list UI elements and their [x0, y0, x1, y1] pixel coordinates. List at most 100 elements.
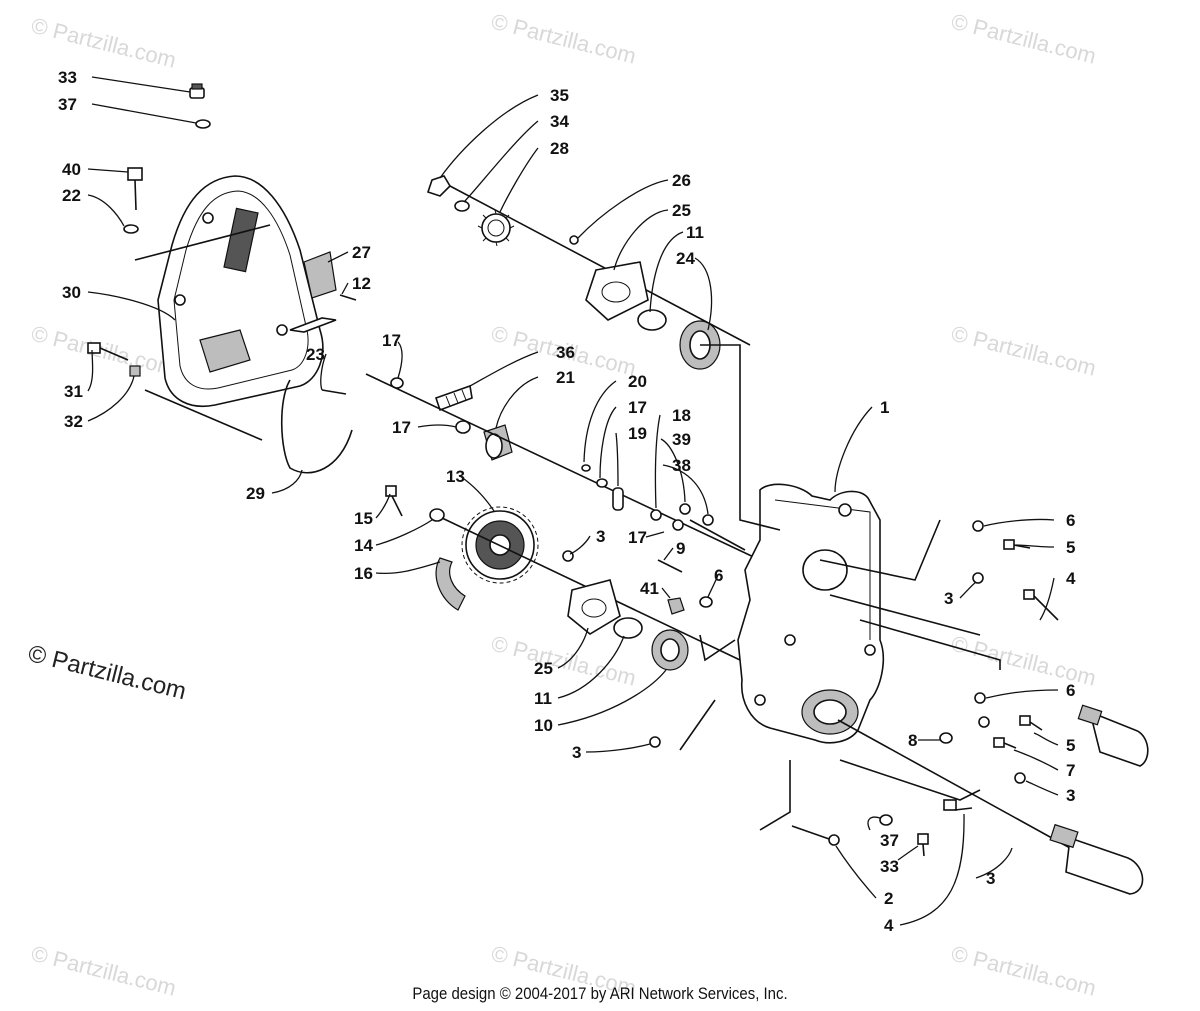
- adjuster-9: [657, 559, 683, 573]
- ring-11b: [613, 617, 643, 639]
- callout-40: 40: [62, 160, 81, 179]
- callout-5: 5: [1066, 538, 1075, 557]
- callout-38: 38: [672, 456, 691, 475]
- upper-shaft-axis: [449, 185, 751, 346]
- washer-17c: [596, 478, 608, 488]
- callout-3: 3: [572, 743, 581, 762]
- callout-9: 9: [676, 539, 685, 558]
- callout-14: 14: [354, 536, 373, 555]
- bearing-flange-25a: [585, 261, 649, 321]
- callout-11: 11: [686, 223, 704, 242]
- watermark: © Partzilla.com: [489, 9, 639, 69]
- cotter-pin-23: [321, 389, 347, 395]
- washer-6b: [699, 596, 713, 608]
- callout-7: 7: [1066, 761, 1075, 780]
- cable-29: [280, 379, 353, 474]
- callout-21: 21: [556, 368, 575, 387]
- watermark: © Partzilla.com: [29, 13, 179, 73]
- axis-line: [700, 344, 781, 531]
- callout-3: 3: [944, 589, 953, 608]
- seal-27: [289, 251, 337, 333]
- callout-23: 23: [306, 345, 325, 364]
- callout-24: 24: [676, 249, 695, 268]
- washer-6a: [972, 520, 984, 532]
- gasket-22: [123, 224, 139, 234]
- callout-8: 8: [908, 731, 917, 750]
- callout-6: 6: [1066, 681, 1075, 700]
- spring-36: [434, 384, 473, 412]
- nut-26: [569, 235, 579, 245]
- axis-line: [759, 760, 791, 831]
- chain-case-cover: [157, 175, 324, 407]
- callout-37: 37: [58, 95, 77, 114]
- axis-line: [689, 519, 746, 551]
- callout-28: 28: [550, 139, 569, 158]
- bolt-15: [385, 485, 403, 517]
- callout-10: 10: [534, 716, 553, 735]
- callout-4: 4: [1066, 569, 1076, 588]
- washer-14: [429, 508, 445, 522]
- callout-16: 16: [354, 564, 373, 583]
- screw-12: [339, 294, 357, 301]
- ring-11a: [637, 309, 667, 331]
- bushing-21: [483, 424, 513, 461]
- washer-39: [679, 503, 691, 515]
- callout-30: 30: [62, 283, 81, 302]
- watermark: © Partzilla.com: [489, 631, 639, 691]
- shaft-end-lower: [1049, 823, 1144, 895]
- sprocket-13: [461, 506, 539, 584]
- watermark: © Partzilla.com: [29, 321, 179, 381]
- callout-18: 18: [672, 406, 691, 425]
- bolt-2: [791, 825, 840, 846]
- leader-lines: [87, 76, 1059, 926]
- callout-37: 37: [880, 831, 899, 850]
- callout-6: 6: [1066, 511, 1075, 530]
- watermark: © Partzilla.com: [949, 9, 1099, 69]
- nut-38: [702, 514, 714, 526]
- watermark: © Partzilla.com: [949, 321, 1099, 381]
- washer-34: [454, 200, 470, 212]
- axis-line: [829, 594, 981, 636]
- callout-33: 33: [880, 857, 899, 876]
- spacer-18: [650, 509, 662, 521]
- key-19: [612, 487, 624, 511]
- nut-3b: [562, 550, 574, 562]
- nut-35: [426, 175, 452, 197]
- callout-34: 34: [550, 112, 569, 131]
- sprocket-28: [477, 209, 515, 247]
- nut-3a: [972, 572, 984, 584]
- callout-3: 3: [596, 527, 605, 546]
- washer-6c: [978, 716, 990, 728]
- callout-20: 20: [628, 372, 647, 391]
- axis-line: [859, 619, 1001, 670]
- callout-39: 39: [672, 430, 691, 449]
- bearing-10: [651, 629, 689, 671]
- callout-31: 31: [64, 382, 83, 401]
- callout-17: 17: [628, 398, 647, 417]
- nut-3d: [1014, 772, 1026, 784]
- callout-22: 22: [62, 186, 81, 205]
- callout-33: 33: [58, 68, 77, 87]
- callout-25: 25: [672, 201, 691, 220]
- plug-40: [127, 167, 143, 211]
- callout-15: 15: [354, 509, 373, 528]
- callout-5: 5: [1066, 736, 1075, 755]
- callout-3: 3: [1066, 786, 1075, 805]
- callout-11: 11: [534, 689, 552, 708]
- callout-41: 41: [640, 579, 659, 598]
- callout-17: 17: [392, 418, 411, 437]
- bolt-5b: [1019, 715, 1043, 731]
- callout-29: 29: [246, 484, 265, 503]
- washer-8: [939, 732, 953, 744]
- axis-line: [134, 224, 271, 261]
- bolt-33b: [917, 833, 929, 857]
- washer-6c: [974, 692, 986, 704]
- washer-37b: [879, 814, 893, 826]
- bolt-4b: [943, 799, 973, 811]
- middle-shaft-axis: [365, 373, 761, 561]
- cover-bolt-33: [189, 83, 205, 99]
- callout-6: 6: [714, 566, 723, 585]
- bolt-4a: [1023, 589, 1059, 621]
- main-case-housing: [737, 483, 884, 744]
